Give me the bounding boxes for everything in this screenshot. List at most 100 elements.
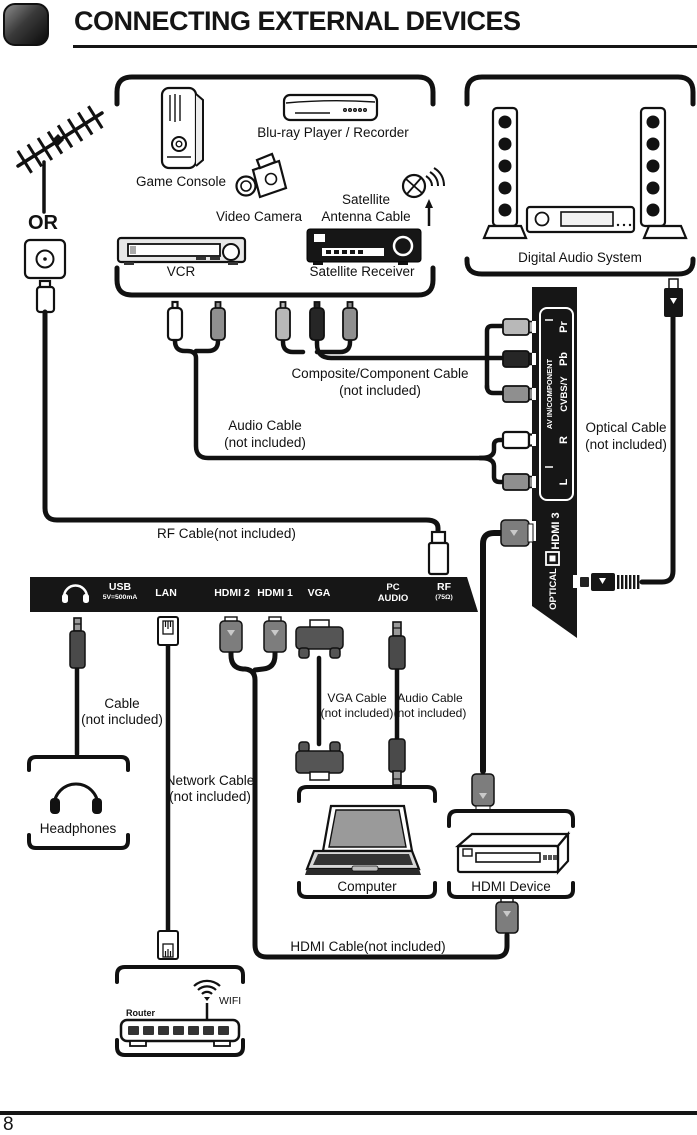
pc-audio-cable-label-1: Audio Cable <box>397 691 463 705</box>
vcr-icon <box>116 236 247 265</box>
vga-port-label: VGA <box>308 587 331 599</box>
rear-ports-bar: USB 5V=500mA LAN HDMI 2 HDMI 1 VGA PC AU… <box>30 577 478 612</box>
satellite-receiver-label: Satellite Receiver <box>309 264 415 279</box>
headphone-cable-label-2: (not included) <box>81 712 163 727</box>
bluray-player-icon <box>282 93 379 122</box>
av-in-component-label: AV IN/COMPONENT <box>545 358 554 429</box>
side-av-panel: Pr Pb CVBS/Y R L AV IN/COMPONENT HDMI 3 … <box>532 287 577 638</box>
network-cable-label-1: Network Cable <box>166 773 255 788</box>
port-r-label: R <box>558 436 570 444</box>
port-pr-label: Pr <box>558 320 570 332</box>
rca-plug-gray-right-icon <box>502 473 535 491</box>
hdmi-device-label: HDMI Device <box>471 879 551 894</box>
port-hdmi3-label: HDMI 3 <box>550 512 562 549</box>
wifi-label: WIFI <box>219 995 241 1007</box>
port-l-label: L <box>558 478 570 485</box>
component-rca-cable <box>275 301 535 403</box>
pc-audio-cable <box>388 621 406 786</box>
vga-plug-down-icon <box>295 741 344 781</box>
hdmi-cable <box>219 616 519 960</box>
rf-port-label: RF <box>437 581 452 593</box>
audio-cable-label-1: Audio Cable <box>228 418 302 433</box>
rca-plug-white-right-icon <box>501 430 536 450</box>
video-camera-icon <box>235 152 288 199</box>
digital-audio-box <box>464 74 696 277</box>
satellite-receiver-icon <box>306 228 422 265</box>
rca-plug-gray2-right-icon <box>502 385 535 403</box>
headphones-icon <box>50 782 102 814</box>
satellite-antenna-label-1: Satellite <box>342 192 390 207</box>
hdmi-plug-up-a-icon <box>219 616 243 653</box>
headphones-box: Headphones <box>27 755 130 850</box>
router-icon <box>119 1018 241 1047</box>
hdmi-device-icon <box>455 830 571 875</box>
page-number: 8 <box>3 1114 14 1135</box>
hdmi-plug-up-b-icon <box>263 616 287 653</box>
port-cvbs-label: CVBS/Y <box>559 376 570 412</box>
rca-plug-lightgray-up-icon <box>275 301 291 341</box>
av-receiver-icon <box>525 205 636 234</box>
antenna-icon <box>16 105 104 214</box>
hdmi-plug-up-c-icon <box>495 897 519 934</box>
port-optical-label: OPTICAL <box>548 568 559 610</box>
rf-cable <box>42 309 441 535</box>
or-label: OR <box>28 212 59 234</box>
hdmi3-cable <box>471 519 534 813</box>
pc-audio-cable-label-2: (not included) <box>394 706 467 720</box>
section-bullet-icon <box>3 3 49 46</box>
title-underline <box>73 45 697 48</box>
router-box: WIFI Router <box>115 965 245 1057</box>
rf-cable-label: RF Cable(not included) <box>157 526 296 541</box>
optical-cable <box>580 278 683 591</box>
vga-plug-up-icon <box>295 619 344 659</box>
hdmi-plug-right-icon <box>500 519 534 547</box>
rj45-plug-down-icon <box>157 930 179 960</box>
hdmi1-port-label: HDMI 1 <box>257 587 293 599</box>
pc-audio-port-label-1: PC <box>386 582 399 593</box>
audio-rca-cable <box>166 300 536 491</box>
port-pb-label: Pb <box>558 352 570 366</box>
hdmi-plug-down-icon <box>471 773 495 813</box>
rca-plug-black-right-icon <box>502 350 535 368</box>
speaker-left-icon <box>482 106 528 240</box>
rca-plug-white-up-icon <box>166 300 184 342</box>
digital-audio-label: Digital Audio System <box>518 250 642 265</box>
optical-connector-icon <box>580 573 640 591</box>
headphone-cable-label-1: Cable <box>104 696 139 711</box>
usb-port-label: USB <box>109 581 132 593</box>
rca-plug-gray-up-icon <box>210 301 226 341</box>
video-camera-label: Video Camera <box>216 209 303 224</box>
rf-connector-icon <box>427 530 450 576</box>
rca-plug-lightgray-right-icon <box>502 318 535 336</box>
composite-cable-label-2: (not included) <box>339 383 421 398</box>
audio-cable-label-2: (not included) <box>224 435 306 450</box>
computer-box: Computer <box>297 785 437 899</box>
hdmi-cable-label: HDMI Cable(not included) <box>290 939 445 954</box>
optical-cable-label-1: Optical Cable <box>585 420 666 435</box>
pc-audio-port-label-2: AUDIO <box>378 593 409 604</box>
bluray-player-label: Blu-ray Player / Recorder <box>257 125 409 140</box>
optical-cable-label-2: (not included) <box>585 437 667 452</box>
game-console-icon <box>160 86 204 170</box>
network-cable-label-2: (not included) <box>169 789 251 804</box>
laptop-icon <box>305 804 421 875</box>
composite-cable-label-1: Composite/Component Cable <box>291 366 468 381</box>
wall-socket-icon <box>23 238 67 280</box>
optical-plug-up-icon <box>664 278 683 317</box>
headphone-port-icon <box>62 584 89 603</box>
rj45-plug-up-icon <box>157 616 179 646</box>
vga-cable-label-2: (not included) <box>321 706 394 720</box>
audio-jack-down-icon <box>388 738 406 786</box>
vga-cable <box>295 619 344 781</box>
hdmi2-port-label: HDMI 2 <box>214 587 250 599</box>
rf-port-spec: (75Ω) <box>435 594 453 601</box>
router-label: Router <box>126 1008 155 1018</box>
lan-port-label: LAN <box>155 587 177 599</box>
audio-jack-up-icon <box>388 621 406 670</box>
page-title: CONNECTING EXTERNAL DEVICES <box>74 6 521 36</box>
rca-plug-gray2-up-icon <box>342 301 358 341</box>
vga-cable-label-1: VGA Cable <box>327 691 387 705</box>
connection-diagram: OR RF Cable(not included) <box>16 74 696 1057</box>
satellite-dish-icon <box>401 167 445 226</box>
